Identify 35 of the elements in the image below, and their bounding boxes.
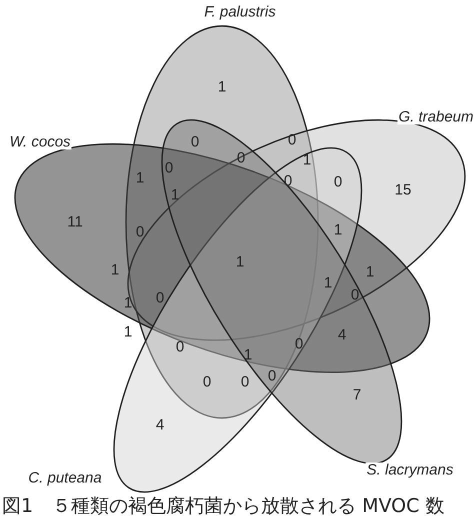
region-count: 0 xyxy=(334,174,342,190)
region-count: 0 xyxy=(156,290,164,306)
region-count: 1 xyxy=(324,276,332,290)
species-name: G. trabeum xyxy=(397,110,474,124)
region-count: 7 xyxy=(352,388,362,402)
figure-caption: 図1 ５種類の褐色腐朽菌から放散される MVOC 数 xyxy=(2,496,444,517)
region-count: 1 xyxy=(218,80,226,94)
region-count: 1 xyxy=(124,324,132,340)
region-count: 4 xyxy=(338,328,346,342)
set-ellipse xyxy=(113,146,363,493)
region-count: 0 xyxy=(164,160,174,176)
region-count: 0 xyxy=(240,374,250,390)
region-count: 1 xyxy=(136,170,144,186)
region-count: 0 xyxy=(176,340,184,354)
region-count: 11 xyxy=(67,214,83,230)
region-count: 1 xyxy=(302,152,312,168)
species-name: W. cocos xyxy=(8,134,72,150)
region-count: 0 xyxy=(202,374,212,390)
region-count: 1 xyxy=(236,254,244,270)
region-count: 4 xyxy=(156,418,164,432)
region-count: 1 xyxy=(170,188,180,202)
region-count: 0 xyxy=(350,288,360,302)
region-count: 0 xyxy=(294,336,304,352)
region-count: 1 xyxy=(366,264,374,280)
region-count: 0 xyxy=(190,134,200,150)
region-count: 15 xyxy=(394,182,412,198)
region-count: 1 xyxy=(124,296,132,310)
region-count: 1 xyxy=(244,348,252,362)
region-count: 0 xyxy=(136,224,144,240)
region-count: 1 xyxy=(110,262,120,278)
species-name: F. palustris xyxy=(203,4,277,20)
species-name: S. lacrymans xyxy=(366,462,454,478)
region-count: 0 xyxy=(268,368,276,384)
species-name: C. puteana xyxy=(27,470,103,486)
region-count: 1 xyxy=(334,222,342,238)
